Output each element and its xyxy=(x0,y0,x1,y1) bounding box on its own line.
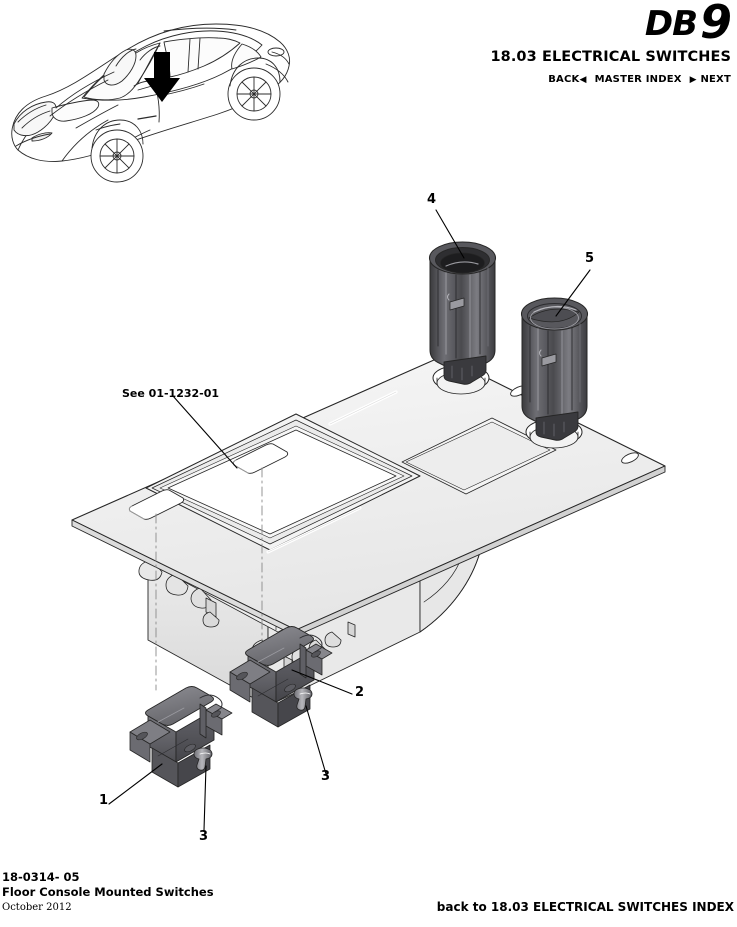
vehicle-location-thumbnail xyxy=(11,23,291,183)
back-arrow-icon[interactable]: ◀ xyxy=(579,75,587,85)
part-1-switch-pack xyxy=(129,686,233,788)
page-footer: 18-0314- 05 Floor Console Mounted Switch… xyxy=(0,867,737,927)
master-index-link[interactable]: MASTER INDEX xyxy=(594,74,682,85)
callout-4: 4 xyxy=(427,192,437,207)
db9-logo: DB9 xyxy=(271,0,732,45)
callout-3-right: 3 xyxy=(321,769,331,784)
part-2-switch-pack xyxy=(229,626,333,728)
part-3-fastener-clip-left xyxy=(193,747,213,771)
part-5-socket-housing xyxy=(520,297,589,441)
footer-date: October 2012 xyxy=(2,902,72,913)
next-arrow-icon[interactable]: ▶ xyxy=(689,75,697,85)
logo-db-text: DB xyxy=(644,4,698,44)
next-link[interactable]: NEXT xyxy=(700,74,731,85)
footer-back-link[interactable]: back to 18.03 ELECTRICAL SWITCHES INDEX xyxy=(436,900,734,914)
switch-aperture-left xyxy=(128,489,185,520)
callout-2: 2 xyxy=(355,685,365,700)
logo-9-text: 9 xyxy=(699,0,732,49)
back-link[interactable]: BACK xyxy=(548,74,580,85)
page-header: DB9 18.03 ELECTRICAL SWITCHES BACK◀ MASTE… xyxy=(271,0,732,85)
callout-1: 1 xyxy=(99,793,109,808)
navigation-bar: BACK◀ MASTER INDEX ▶ NEXT xyxy=(271,74,731,85)
page-title: 18.03 ELECTRICAL SWITCHES xyxy=(490,49,731,65)
exploded-parts-diagram xyxy=(71,209,666,831)
footer-part-number: 18-0314- 05 xyxy=(2,870,80,884)
callout-5: 5 xyxy=(585,251,595,266)
reference-note: See 01-1232-01 xyxy=(122,387,220,400)
console-trim-panel xyxy=(71,355,666,637)
part-4-socket-housing xyxy=(428,241,497,385)
part-3-fastener-clip-right xyxy=(293,687,313,711)
callout-3-left: 3 xyxy=(199,829,209,844)
footer-description: Floor Console Mounted Switches xyxy=(2,885,214,899)
location-arrow-icon xyxy=(144,52,180,102)
leader-lines xyxy=(108,209,591,831)
